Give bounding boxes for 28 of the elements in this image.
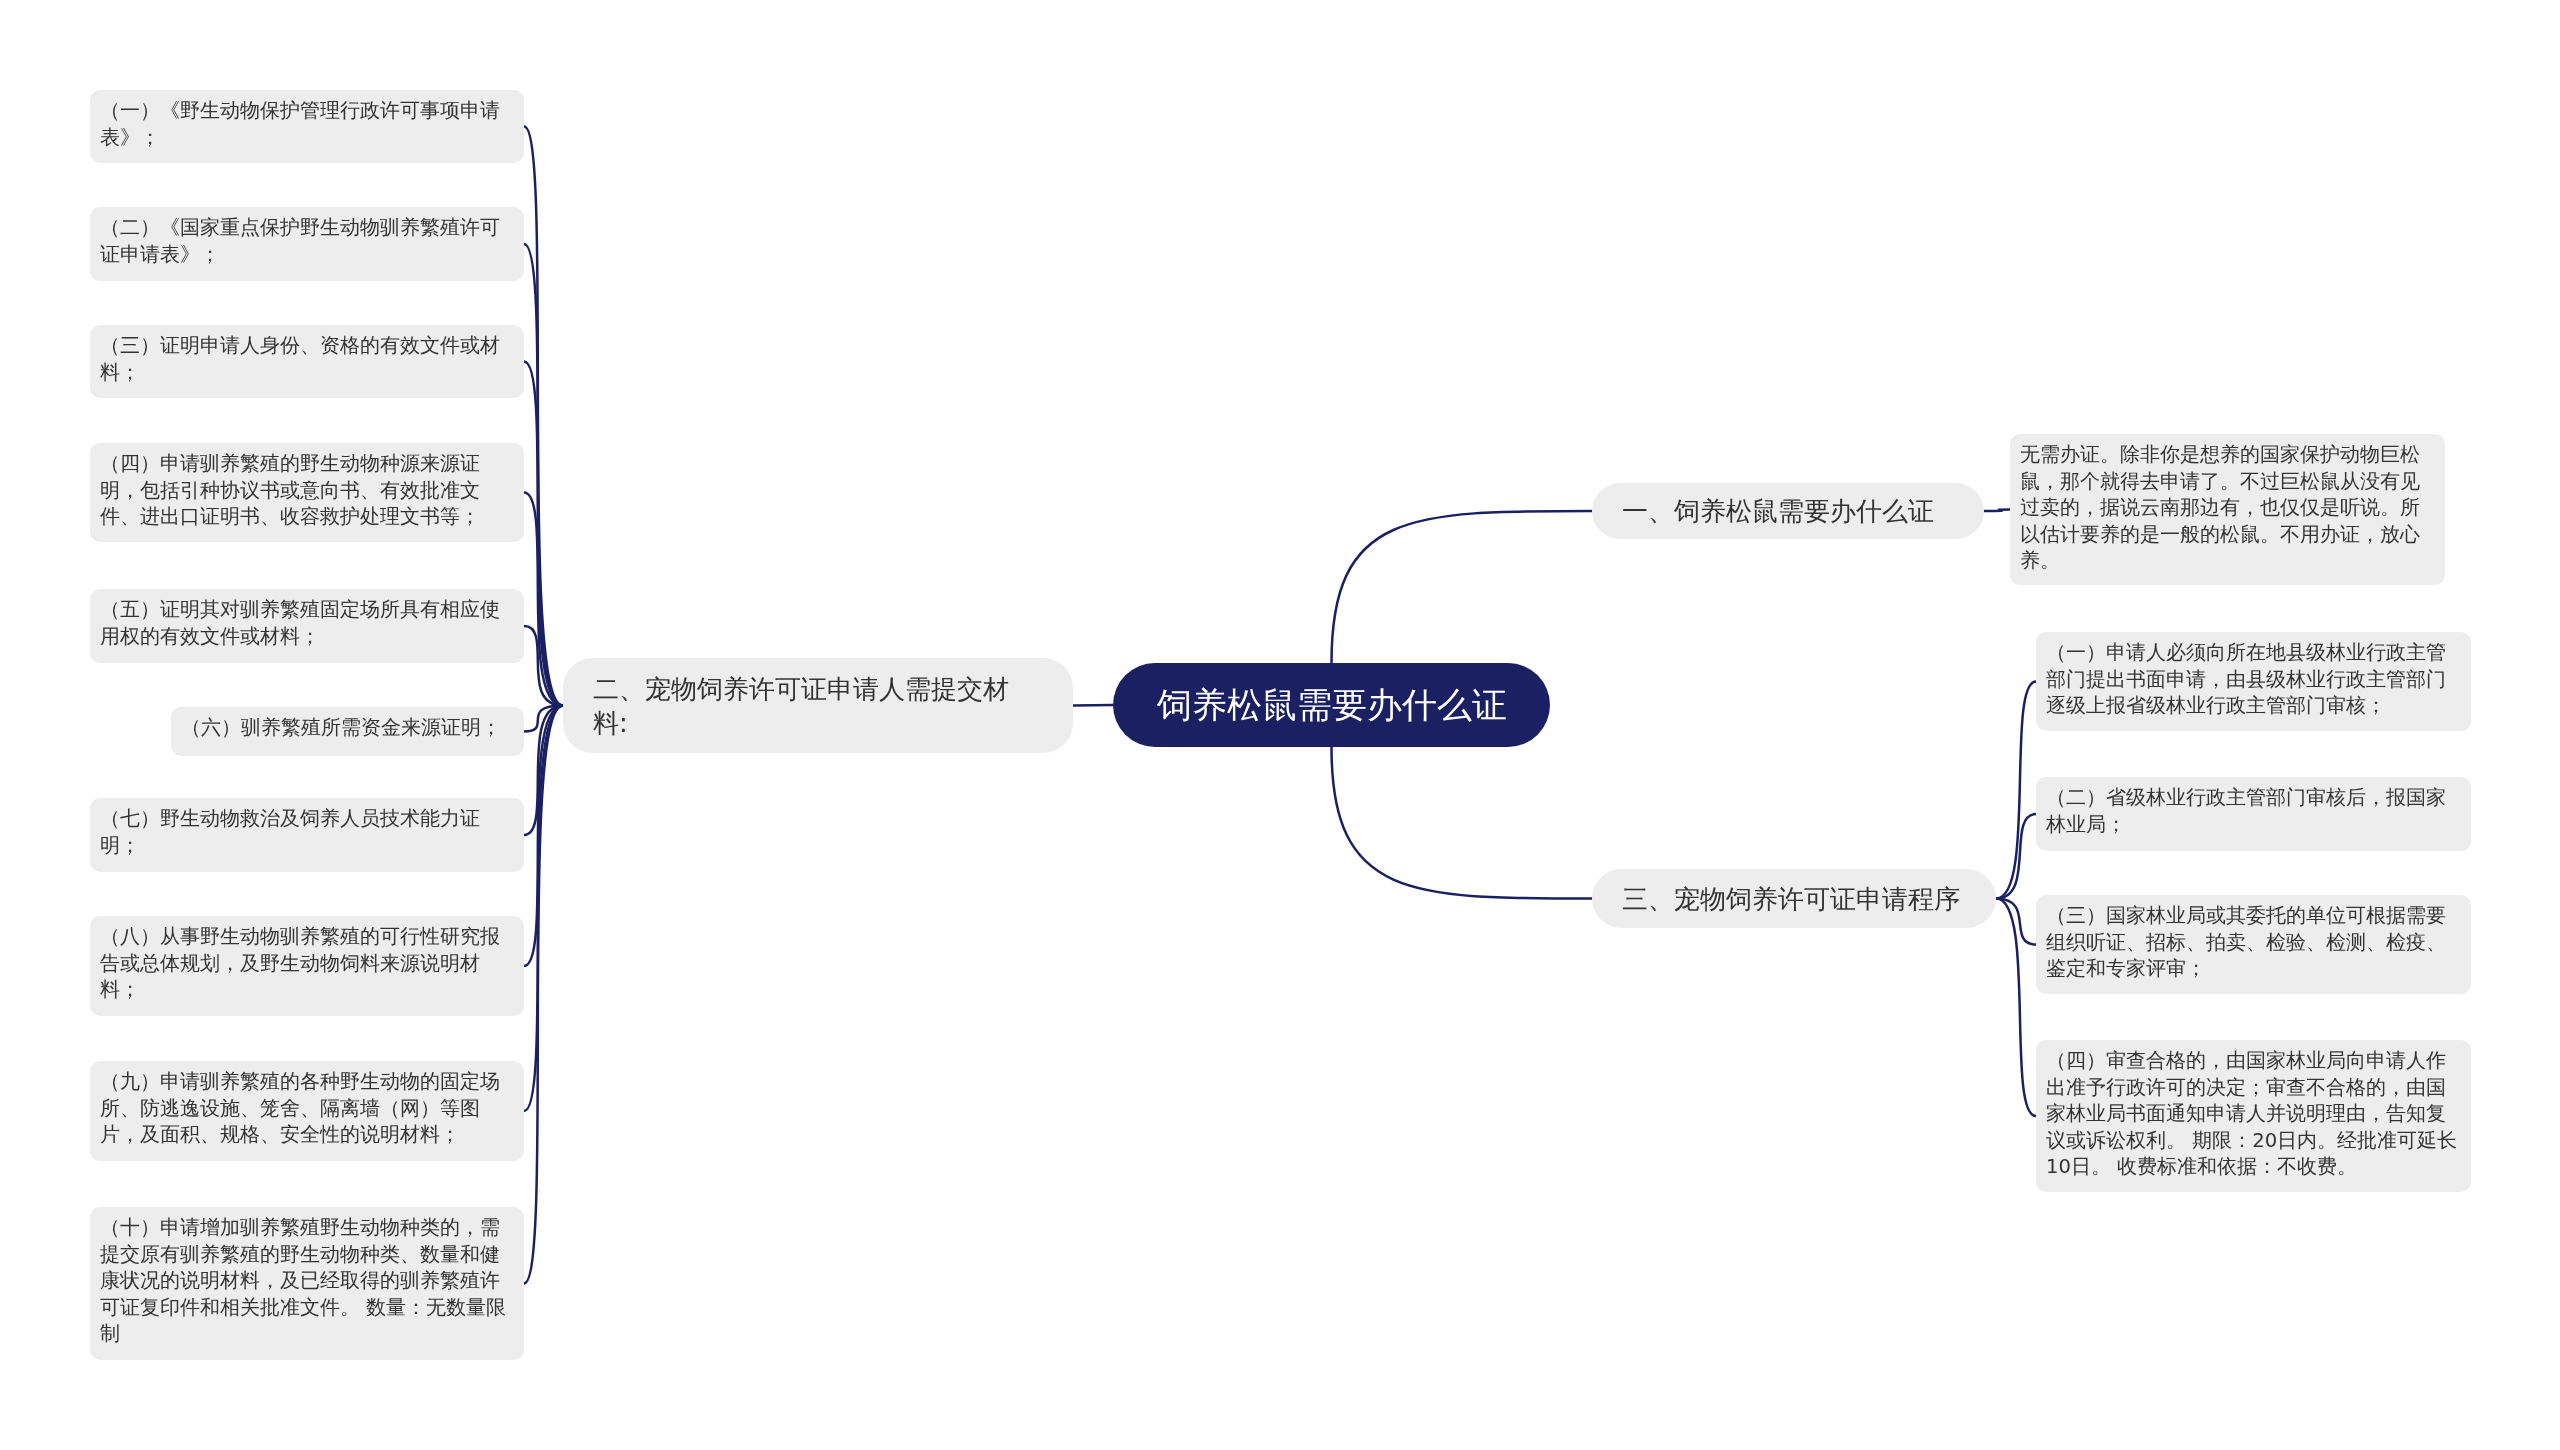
connector-line: [1330, 746, 1592, 900]
central-topic: 饲养松鼠需要办什么证: [1113, 663, 1550, 747]
note-box: （五）证明其对驯养繁殖固定场所具有相应使用权的有效文件或材料；: [90, 589, 524, 663]
topic-box: 一、饲养松鼠需要办什么证: [1592, 483, 1984, 539]
note-box: （二）《国家重点保护野生动物驯养繁殖许可证申请表》；: [90, 207, 524, 281]
connector-line: [1995, 897, 2037, 946]
note-box: （二）省级林业行政主管部门审核后，报国家林业局；: [2036, 777, 2471, 851]
note-box: （七）野生动物救治及饲养人员技术能力证明；: [90, 798, 524, 872]
note-box: 无需办证。除非你是想养的国家保护动物巨松鼠，那个就得去申请了。不过巨松鼠从没有见过卖的，据说云南那边有，也仅仅是听说。所以估计要养的是一般的松鼠。不用办证，放心养。: [2010, 434, 2445, 585]
connector-line: [1330, 509, 1592, 664]
note-box: （一）《野生动物保护管理行政许可事项申请表》；: [90, 90, 524, 163]
note-box: （十）申请增加驯养繁殖野生动物种类的，需提交原有驯养繁殖的野生动物种类、数量和健康状况的说明材料，及已经取得的驯养繁殖许可证复印件和相关批准文件。 数量：无数量限制: [90, 1207, 524, 1360]
note-box: （三）证明申请人身份、资格的有效文件或材料；: [90, 325, 524, 398]
note-box: （三）国家林业局或其委托的单位可根据需要组织听证、招标、拍卖、检验、检测、检疫、鉴定和专家评审；: [2036, 895, 2471, 994]
connector-line: [522, 704, 564, 1285]
note-box: （六）驯养繁殖所需资金来源证明；: [171, 707, 524, 756]
topic-box: 二、宠物饲养许可证申请人需提交材料:: [563, 658, 1073, 753]
connector-line: [1073, 703, 1113, 707]
topic-box: 三、宠物饲养许可证申请程序: [1592, 869, 1996, 928]
connector-line: [523, 704, 564, 1112]
note-box: （八）从事野生动物驯养繁殖的可行性研究报告或总体规划，及野生动物饲料来源说明材料；: [90, 916, 524, 1016]
note-box: （一）申请人必须向所在地县级林业行政主管部门提出书面申请，由县级林业行政主管部门逐级上报省级林业行政主管部门审核；: [2036, 632, 2471, 731]
connector-line: [522, 125, 564, 707]
note-box: （九）申请驯养繁殖的各种野生动物的固定场所、防逃逸设施、笼舍、隔离墙（网）等图片，及面积、规格、安全性的说明材料；: [90, 1061, 524, 1161]
connector-line: [1984, 508, 2010, 513]
connector-line: [1995, 897, 2037, 1118]
note-box: （四）审查合格的，由国家林业局向申请人作出准予行政许可的决定；审查不合格的，由国家林业局书面通知申请人并说明理由，告知复议或诉讼权利。 期限：20日内。经批准可延长10日。 收费标准和依据：不收费。: [2036, 1040, 2471, 1192]
note-box: （四）申请驯养繁殖的野生动物种源来源证明，包括引种协议书或意向书、有效批准文件、进出口证明书、收容救护处理文书等；: [90, 443, 524, 542]
